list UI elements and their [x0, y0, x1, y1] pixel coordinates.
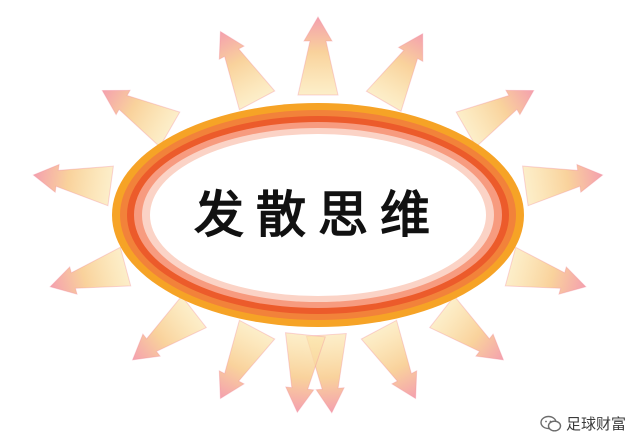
- radiating-arrow: [284, 332, 326, 414]
- central-ellipse: [112, 103, 524, 327]
- radiating-arrow: [218, 319, 276, 400]
- radiating-arrow: [360, 319, 418, 400]
- radiating-arrow: [32, 163, 114, 207]
- radiating-arrow: [297, 16, 339, 96]
- radiating-arrows: [32, 16, 604, 414]
- radiating-arrow: [49, 246, 132, 295]
- watermark: 足球财富: [540, 413, 626, 434]
- radiating-arrow: [101, 89, 181, 148]
- radiating-arrow: [428, 295, 505, 361]
- wechat-icon: [540, 415, 562, 432]
- radiating-arrow: [455, 89, 535, 148]
- radiating-arrow: [522, 163, 604, 207]
- radiating-arrow: [218, 30, 276, 111]
- radiating-arrow: [365, 32, 424, 112]
- radiating-arrow: [504, 246, 587, 295]
- center-title: 发散思维: [194, 186, 442, 244]
- radiating-arrow: [131, 295, 208, 361]
- watermark-text: 足球财富: [565, 415, 626, 433]
